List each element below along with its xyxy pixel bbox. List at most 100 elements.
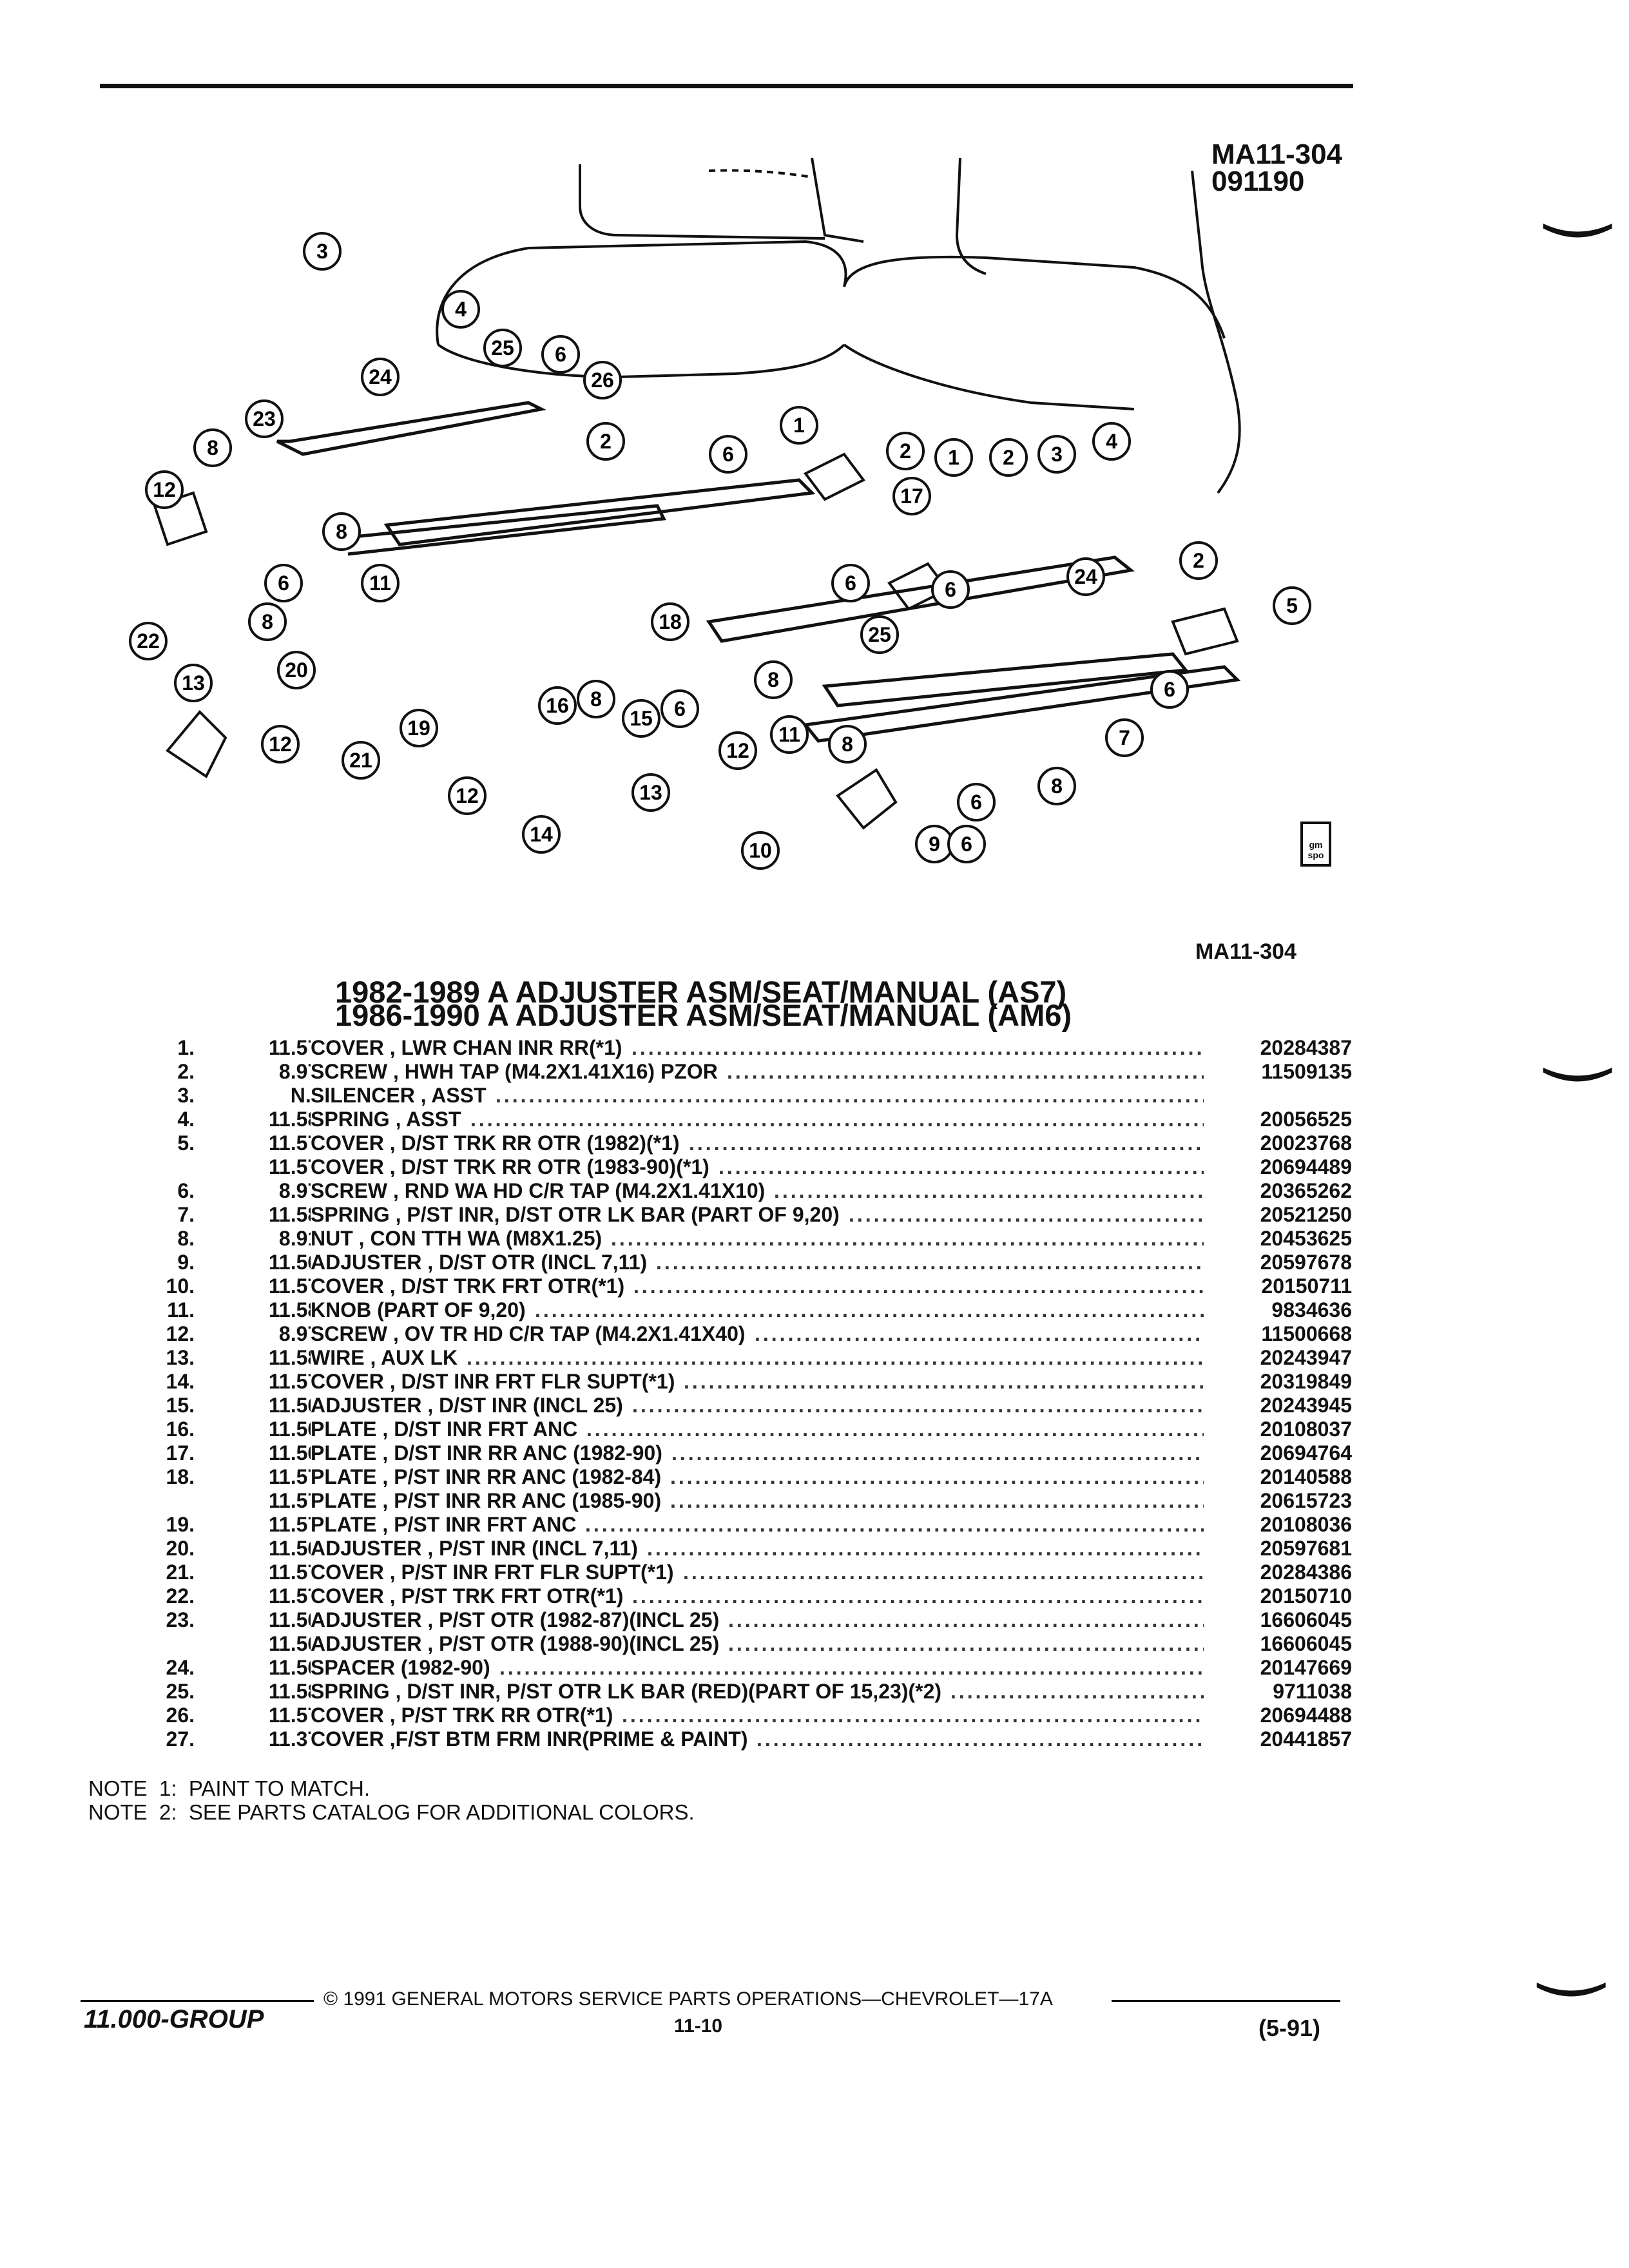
callout-label: 7 [1119, 726, 1130, 749]
callout-label: 8 [590, 687, 602, 711]
part-description: PLATE , D/ST INR RR ANC (1982-90) [311, 1441, 668, 1465]
parts-list-row: ........................................… [0, 1513, 1629, 1537]
part-description: WIRE , AUX LK [311, 1346, 463, 1370]
part-description: PLATE , P/ST INR RR ANC (1982-84) [311, 1465, 667, 1489]
part-description: COVER , P/ST INR FRT FLR SUPT(*1) [311, 1561, 679, 1584]
callout-label: 23 [253, 407, 276, 430]
part-number: 20521250 [1255, 1203, 1352, 1227]
part-number: 20319849 [1255, 1370, 1352, 1394]
callout-label: 2 [1193, 549, 1204, 572]
item-number: 20. [166, 1537, 195, 1560]
part-number: 16606045 [1255, 1632, 1352, 1656]
parts-list-row: ........................................… [0, 1561, 1629, 1584]
leader-dots: ........................................… [586, 1418, 1204, 1441]
parts-list-row: ........................................… [0, 1680, 1629, 1704]
item-number: 21. [166, 1561, 195, 1584]
parts-list-row: ........................................… [0, 1036, 1629, 1060]
item-number: 13. [166, 1346, 195, 1369]
callout-label: 12 [269, 733, 292, 756]
part-description: ADJUSTER , P/ST INR (INCL 7,11) [311, 1537, 643, 1561]
parts-list-row: ........................................… [0, 1298, 1629, 1322]
callout-bubble: 6 [957, 783, 996, 822]
item-number: 10. [166, 1274, 195, 1298]
callout-label: 17 [900, 485, 923, 508]
callout-bubble: 14 [522, 815, 561, 854]
callout-label: 6 [1164, 678, 1175, 701]
leader-dots: ........................................… [633, 1274, 1204, 1298]
item-number: 4. [177, 1108, 195, 1131]
item-number: 16. [166, 1418, 195, 1441]
item-number: 14. [166, 1370, 195, 1393]
callout-bubble: 23 [245, 399, 284, 438]
callout-bubble: 22 [129, 622, 168, 660]
note-2: NOTE 2: SEE PARTS CATALOG FOR ADDITIONAL… [88, 1800, 695, 1824]
callout-label: 2 [600, 430, 612, 453]
part-number: 20365262 [1255, 1179, 1352, 1203]
part-number: 20615723 [1255, 1489, 1352, 1513]
callout-label: 6 [970, 791, 982, 814]
callout-label: 5 [1286, 594, 1298, 617]
callout-label: 22 [137, 629, 160, 653]
part-description: KNOB (PART OF 9,20) [311, 1298, 531, 1322]
item-number: 5. [177, 1131, 195, 1155]
callout-label: 8 [262, 610, 273, 633]
parts-list-row: ........................................… [0, 1632, 1629, 1656]
part-number: 16606045 [1255, 1608, 1352, 1632]
callout-bubble: 6 [709, 435, 747, 474]
parts-list-row: ........................................… [0, 1537, 1629, 1561]
part-description: ADJUSTER , P/ST OTR (1982-87)(INCL 25) [311, 1608, 725, 1632]
callout-label: 2 [1003, 446, 1014, 469]
item-number: 25. [166, 1680, 195, 1703]
part-number: 9711038 [1268, 1680, 1352, 1704]
part-description: SPRING , P/ST INR, D/ST OTR LK BAR (PART… [311, 1203, 845, 1227]
part-description: COVER , D/ST TRK FRT OTR(*1) [311, 1274, 630, 1298]
callout-label: 12 [726, 739, 749, 762]
parts-list-row: ........................................… [0, 1108, 1629, 1131]
parts-list-row: ........................................… [0, 1155, 1629, 1179]
leader-dots: ........................................… [467, 1346, 1204, 1369]
leader-dots: ........................................… [757, 1727, 1204, 1751]
callout-bubble: 9 [915, 825, 954, 863]
part-number: 20284387 [1255, 1036, 1352, 1060]
part-description: PLATE , P/ST INR RR ANC (1985-90) [311, 1489, 667, 1513]
callout-bubble: 20 [277, 651, 316, 689]
callout-bubble: 21 [342, 741, 380, 780]
item-number: 9. [177, 1251, 195, 1274]
callout-label: 11 [778, 723, 800, 746]
margin-mark: ‿ [1540, 1908, 1603, 1995]
leader-dots: ........................................… [670, 1465, 1204, 1488]
callout-bubble: 12 [145, 470, 184, 509]
part-number: 20441857 [1255, 1727, 1352, 1751]
part-description: COVER ,F/ST BTM FRM INR(PRIME & PAINT) [311, 1727, 753, 1751]
loose-parts [153, 452, 1239, 830]
part-number: 20243947 [1255, 1346, 1352, 1370]
part-description: COVER , LWR CHAN INR RR(*1) [311, 1036, 628, 1060]
part-description: ADJUSTER , P/ST OTR (1988-90)(INCL 25) [311, 1632, 725, 1656]
part-description: COVER , D/ST INR FRT FLR SUPT(*1) [311, 1370, 680, 1394]
leader-dots: ........................................… [496, 1084, 1204, 1107]
callout-label: 8 [1051, 774, 1063, 798]
item-number: 11. [167, 1298, 195, 1321]
callout-label: 1 [948, 446, 959, 469]
parts-list-row: ........................................… [0, 1322, 1629, 1346]
callout-bubble: 13 [174, 664, 213, 702]
note-1: NOTE 1: PAINT TO MATCH. [88, 1776, 371, 1800]
parts-list-row: ........................................… [0, 1274, 1629, 1298]
callout-bubble: 2 [886, 432, 925, 470]
part-number: 20694488 [1255, 1704, 1352, 1727]
leader-dots: ........................................… [684, 1370, 1204, 1393]
callout-label: 6 [845, 572, 856, 595]
callout-label: 6 [945, 578, 956, 601]
part-description: ADJUSTER , D/ST INR (INCL 25) [311, 1394, 628, 1418]
part-description: SPACER (1982-90) [311, 1656, 496, 1680]
callout-bubble: 24 [361, 358, 400, 396]
leader-dots: ........................................… [727, 1060, 1204, 1083]
item-number: 15. [166, 1394, 195, 1417]
item-number: 6. [177, 1179, 195, 1202]
callout-bubble: 8 [248, 602, 287, 641]
callout-label: 8 [767, 668, 779, 691]
callout-label: 13 [182, 671, 205, 695]
callout-bubble: 17 [892, 477, 931, 515]
callout-label: 19 [407, 716, 430, 740]
